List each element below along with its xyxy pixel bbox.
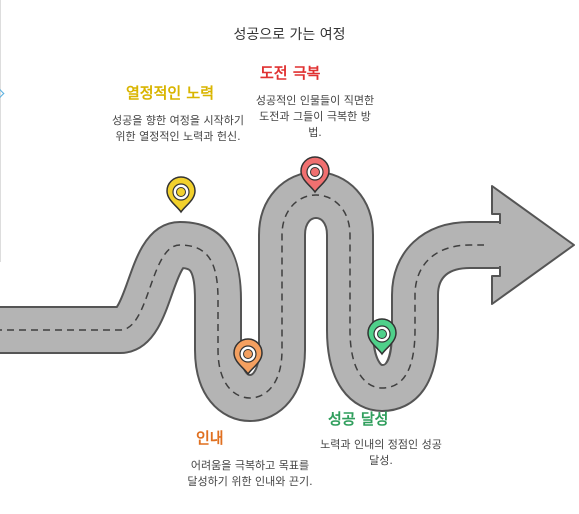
diagram-title: 성공으로 가는 여정 [233,27,346,43]
perseverance-description: 어려움을 극복하고 목표를 달성하기 위한 인내와 끈기. [187,459,313,488]
road-arrow-head [491,185,575,305]
challenge-heading: 도전 극복 [260,64,321,82]
achievement-description: 노력과 인내의 정점인 성공 달성. [320,438,442,467]
achievement-pin-icon [367,318,397,356]
challenge-pin-icon [300,156,330,194]
perseverance-heading: 인내 [196,429,224,447]
left-edge-line [0,0,1,262]
passion-heading: 열정적인 노력 [126,84,215,102]
passion-description: 성공을 향한 여정을 시작하기 위한 열정적인 노력과 헌신. [112,114,244,143]
perseverance-pin-icon [233,338,263,376]
road-center-dashes [0,194,500,399]
achievement-heading: 성공 달성 [328,410,389,428]
challenge-description: 성공적인 인물들이 직면한 도전과 그들이 극복한 방법. [255,94,375,139]
road-arrow-joint [484,224,504,266]
passion-pin-icon [166,176,196,214]
